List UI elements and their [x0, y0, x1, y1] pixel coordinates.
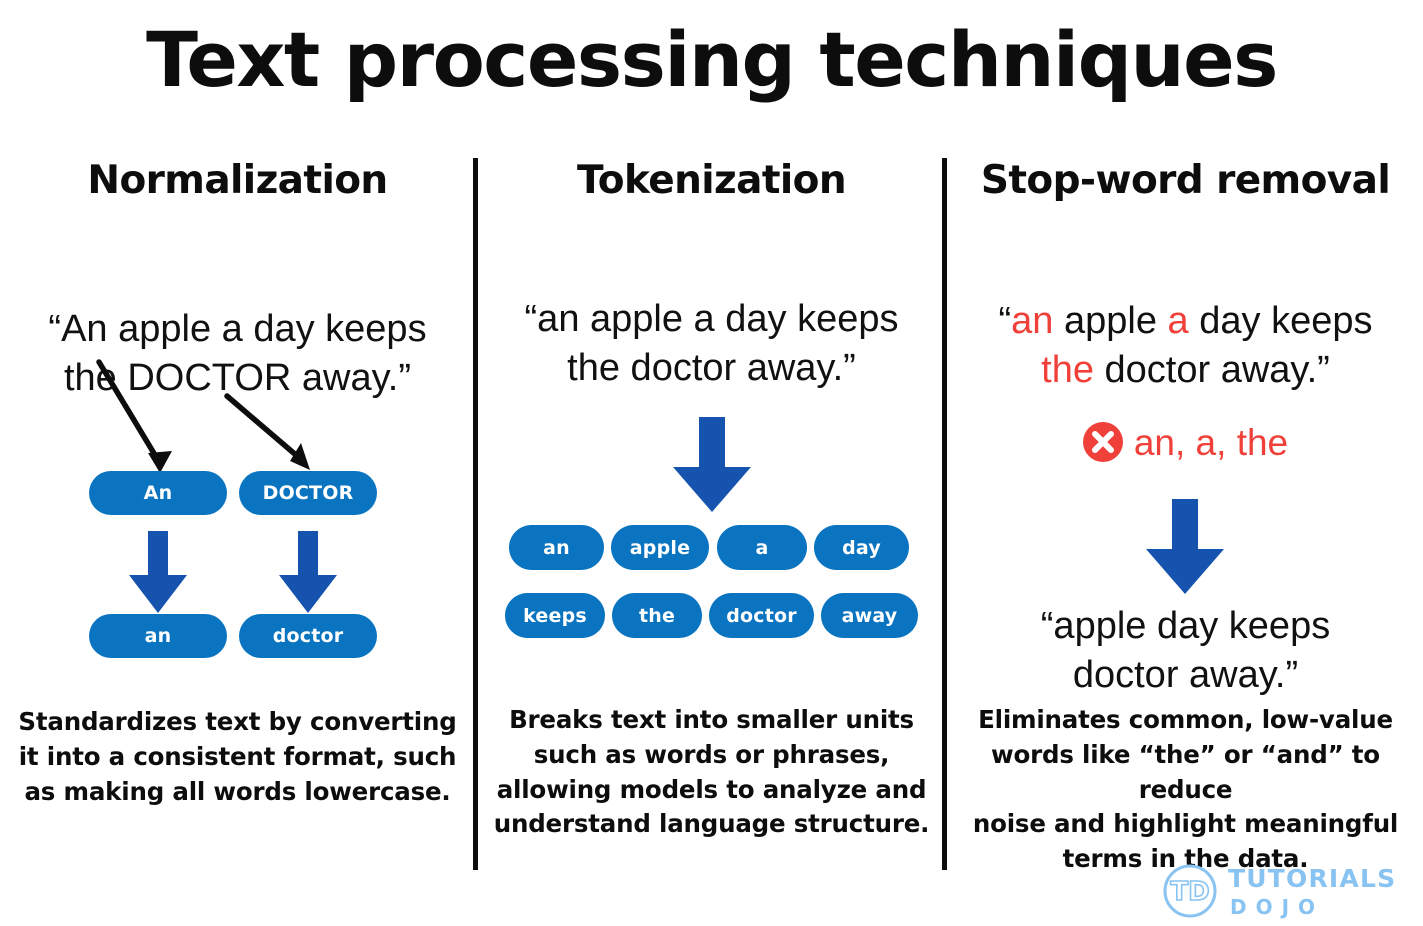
tutorials-dojo-logo: TD TUTORIALS DOJO [1162, 862, 1412, 920]
normalization-description: Standardizes text by converting it into … [0, 705, 475, 809]
quote-line-1: “An apple a day keeps [48, 308, 427, 350]
normalization-input-quote: “An apple a day keeps the DOCTOR away.” [0, 305, 475, 402]
normalization-pill-after-0[interactable]: an [89, 614, 227, 658]
quote-segment-doctor-away: doctor away.” [1093, 348, 1330, 391]
description-line-2: it into a consistent format, such [18, 741, 457, 771]
description-line-1: Standardizes text by converting [18, 707, 457, 736]
tokenization-arrow-down [673, 417, 751, 512]
description-line-1: Breaks text into smaller units [509, 705, 914, 734]
token-pill-day[interactable]: day [814, 525, 909, 570]
tokenization-input-quote: “an apple a day keeps the doctor away.” [479, 295, 944, 392]
tokenization-description: Breaks text into smaller units such as w… [479, 703, 944, 842]
quote-line-2: the doctor away.” [567, 346, 856, 389]
description-line-4: understand language structure. [493, 809, 930, 839]
removed-stopwords-row: an, a, the [948, 422, 1423, 462]
token-pill-an[interactable]: an [509, 525, 604, 570]
column-tokenization: Tokenization “an apple a day keeps the d… [479, 150, 944, 880]
stopword-highlight-the: the [1041, 348, 1094, 391]
column-divider-2 [942, 158, 947, 870]
normalization-arrow-down-0 [129, 531, 187, 613]
brand-subtitle: DOJO [1230, 894, 1325, 919]
quote-line-1: “an apple a day keeps [524, 298, 899, 340]
stopword-description: Eliminates common, low-value words like … [948, 703, 1423, 877]
error-x-circle-icon [1082, 422, 1123, 462]
td-monogram-icon: TD [1163, 864, 1217, 918]
description-line-1: Eliminates common, low-value [978, 705, 1393, 734]
normalization-pill-before-1[interactable]: DOCTOR [239, 471, 377, 515]
stopword-highlight-an: an [1011, 300, 1054, 342]
quote-line-2: the doctor away.” [948, 346, 1423, 395]
description-line-2: words like “the” or “and” to reduce [991, 739, 1380, 804]
stopword-input-quote: “an apple a day keeps the doctor away.” [948, 297, 1423, 394]
description-line-3: as making all words lowercase. [24, 776, 451, 806]
quote-segment-apple: apple [1053, 300, 1168, 342]
svg-text:TD: TD [1170, 877, 1209, 907]
column-normalization: Normalization “An apple a day keeps the … [0, 150, 475, 880]
description-line-3: noise and highlight meaningful [972, 809, 1399, 839]
column-heading-normalization: Normalization [87, 158, 388, 203]
stopword-highlight-a: a [1167, 300, 1189, 342]
token-pill-apple[interactable]: apple [611, 525, 709, 570]
quote-segment-day-keeps: day keeps [1188, 300, 1373, 342]
normalization-pill-after-1[interactable]: doctor [239, 614, 377, 658]
normalization-pill-before-0[interactable]: An [89, 471, 227, 515]
stopword-arrow-down [1146, 499, 1224, 594]
token-pill-the[interactable]: the [612, 593, 702, 638]
quote-segment-open: “ [998, 300, 1012, 342]
token-pill-keeps[interactable]: keeps [505, 593, 605, 638]
token-pill-a[interactable]: a [717, 525, 807, 570]
token-pill-doctor[interactable]: doctor [709, 593, 814, 638]
brand-wordmark: TUTORIALS DOJO [1228, 866, 1396, 917]
description-line-2: such as words or phrases, [533, 739, 890, 769]
output-line-2: doctor away.” [1072, 653, 1299, 696]
page-title: Text processing techniques [146, 15, 1278, 104]
token-pill-away[interactable]: away [821, 593, 918, 638]
column-divider-1 [473, 158, 478, 870]
column-heading-tokenization: Tokenization [576, 158, 847, 203]
brand-name: TUTORIALS [1228, 863, 1397, 893]
quote-line-2: the DOCTOR away.” [63, 356, 411, 399]
description-line-4: terms in the data. [1062, 844, 1309, 874]
output-line-1: “apple day keeps [1040, 605, 1331, 647]
quote-line-1: “an apple a day keeps [948, 297, 1423, 346]
removed-stopwords-label: an, a, the [1133, 421, 1289, 463]
description-line-3: allowing models to analyze and [496, 774, 927, 804]
column-heading-stopword: Stop-word removal [980, 158, 1391, 203]
stopword-output-quote: “apple day keeps doctor away.” [948, 602, 1423, 699]
column-stopword-removal: Stop-word removal “an apple a day keeps … [948, 150, 1423, 880]
normalization-arrow-down-1 [279, 531, 337, 613]
